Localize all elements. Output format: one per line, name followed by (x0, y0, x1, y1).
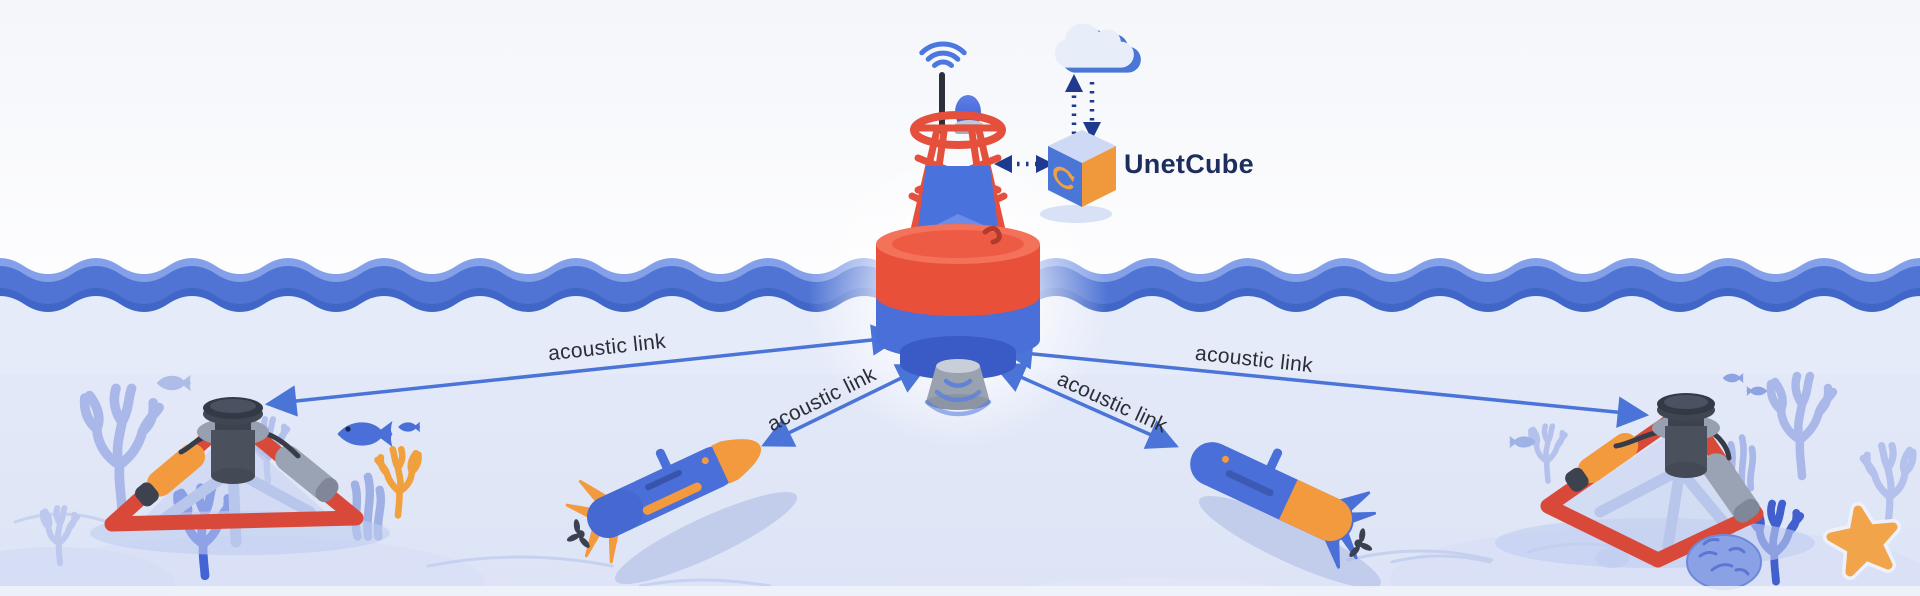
battery-cylinder-orange (135, 443, 206, 507)
hull (586, 446, 736, 539)
unetcube-cube-icon (1040, 130, 1116, 223)
seabed-node-left (90, 397, 390, 555)
nose-cone (711, 439, 762, 484)
auv-shadow (1198, 496, 1382, 588)
deck-hook (982, 226, 1002, 245)
acoustic-ripples-icon (924, 378, 992, 417)
bottom-fade (0, 586, 1920, 596)
starfish-icon (1823, 502, 1901, 580)
acoustic-link-arrow-right (1000, 338, 1650, 428)
sensor-cylinder-gray (275, 445, 339, 503)
propeller (566, 519, 590, 548)
acoustic-modem (197, 397, 269, 484)
acoustic-link-arrow-left (264, 324, 904, 417)
tower-top-ring (910, 111, 1006, 149)
sensor-cylinder-gray (1702, 453, 1760, 523)
instrument-panel (918, 166, 998, 240)
auv-left (565, 439, 798, 584)
gateway-buoy (876, 41, 1040, 417)
refresh-icon (1053, 166, 1075, 190)
cloud-icon (1054, 23, 1141, 73)
propeller (1349, 528, 1373, 557)
acoustic-link-arrow-center-left (761, 364, 929, 447)
auv-right (1190, 442, 1382, 588)
hull (876, 224, 1040, 380)
hull-stripe (642, 482, 702, 515)
waterline-waves (0, 0, 1920, 374)
auv-shadow (614, 492, 798, 584)
fish-school (156, 373, 1768, 449)
cloud-cube-dashed-arrows (1065, 74, 1101, 140)
buoy-cube-dashed-arrow (994, 155, 1054, 173)
tail-section-orange (1279, 479, 1352, 541)
mast (1266, 448, 1283, 472)
unetcube-label: UnetCube (1124, 149, 1254, 179)
acoustic-modem (1652, 393, 1720, 478)
brain-coral (1686, 534, 1762, 590)
fish-eye (345, 426, 351, 432)
acoustic-links (264, 324, 1650, 449)
mast (655, 448, 672, 472)
wifi-icon (919, 41, 967, 68)
